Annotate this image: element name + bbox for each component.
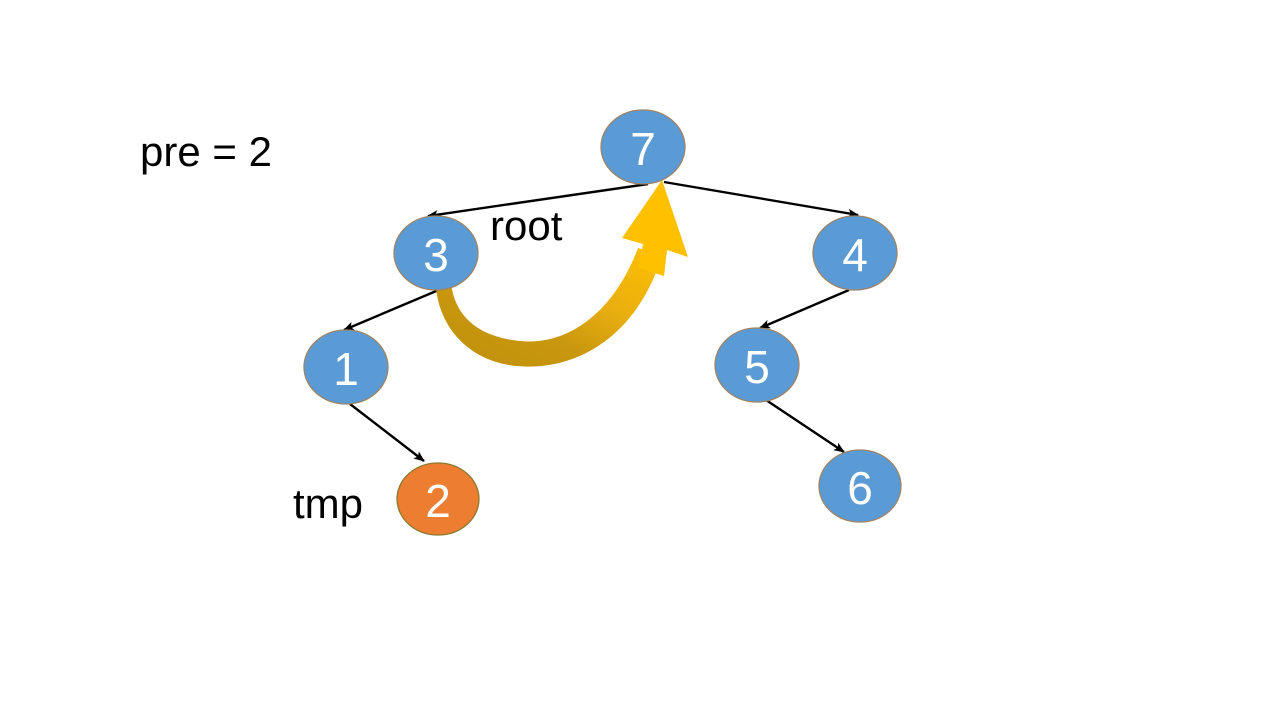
tree-node-5[interactable]: 5 [714,327,800,403]
root-pointer-label: root [490,202,563,249]
node-5-label: 5 [744,341,770,393]
node-3-label: 3 [423,229,449,281]
tree-node-3[interactable]: 3 [393,215,479,291]
tree-nodes: 7 3 4 1 5 2 [303,109,902,536]
node-5-circle[interactable] [714,327,800,403]
node-6-label: 6 [847,462,873,514]
tmp-pointer-label: tmp [293,480,363,527]
node-1-circle[interactable] [303,329,389,405]
gold-back-arrow-head [622,180,688,276]
tree-node-7[interactable]: 7 [600,109,686,185]
pre-variable-label: pre = 2 [140,128,272,175]
node-7-label: 7 [630,123,656,175]
tree-edges [343,180,859,462]
node-6-circle[interactable] [818,449,902,523]
node-3-circle[interactable] [393,215,479,291]
node-2-label: 2 [425,475,451,527]
edge-5-to-6 [765,399,845,453]
gold-back-arrow-body [436,248,662,367]
diagram-annotations: pre = 2 root tmp [140,128,563,527]
edge-1-to-2 [349,403,425,462]
tree-node-1[interactable]: 1 [303,329,389,405]
tree-node-6[interactable]: 6 [818,449,902,523]
node-4-circle[interactable] [812,215,898,291]
edge-7-to-3 [427,182,649,220]
node-2-circle[interactable] [396,462,480,536]
edge-7-to-4 [663,180,859,218]
tree-node-4[interactable]: 4 [812,215,898,291]
node-7-circle[interactable] [600,109,686,185]
tree-node-2[interactable]: 2 [396,462,480,536]
edge-4-to-5 [759,288,850,330]
node-1-label: 1 [333,343,359,395]
edge-3-to-1 [343,287,442,332]
gold-back-arrow [436,180,688,367]
node-4-label: 4 [842,229,868,281]
